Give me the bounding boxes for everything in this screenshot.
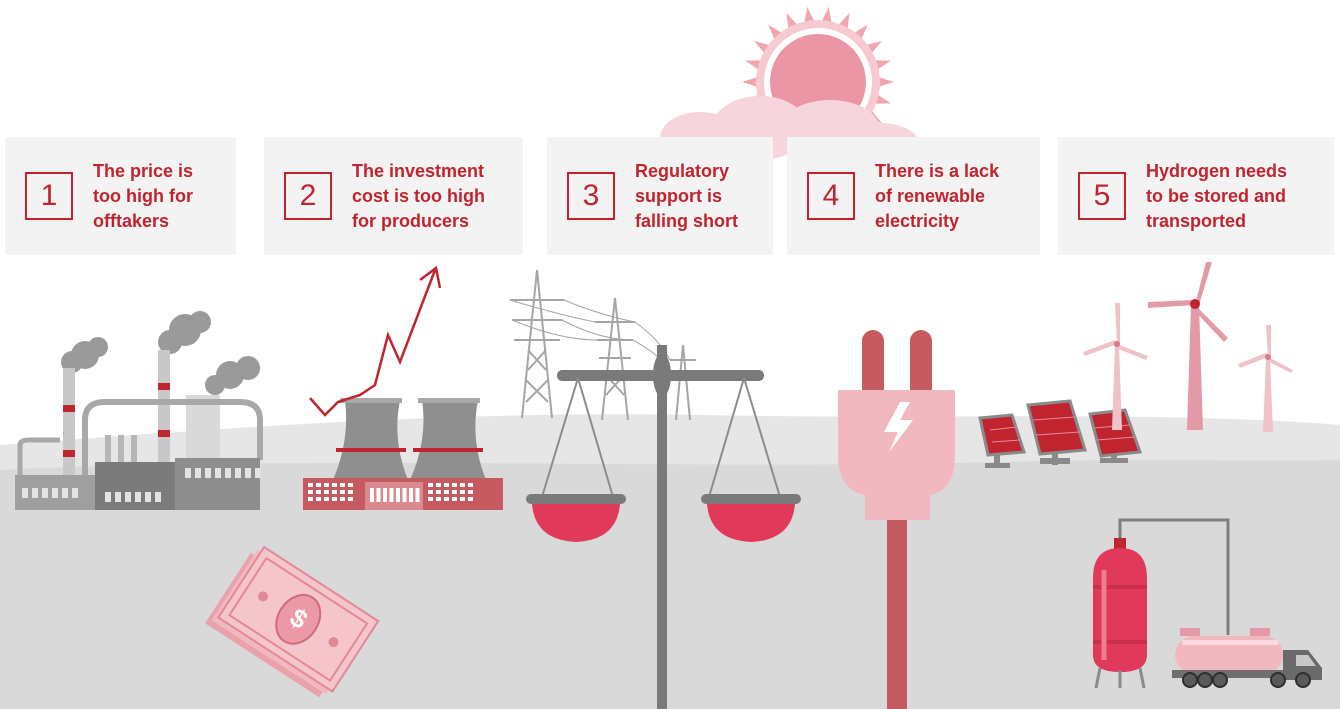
tower-window (468, 490, 473, 494)
wind-turbine-icon (1083, 262, 1293, 432)
tower-window (348, 497, 353, 501)
tower-window (316, 497, 321, 501)
factory-window (215, 468, 221, 478)
barrier-number-2: 2 (284, 172, 332, 220)
tower-window (308, 497, 313, 501)
factory-window (245, 468, 251, 478)
tower-window (340, 490, 345, 494)
factory-window (145, 492, 151, 502)
tower-window (316, 490, 321, 494)
tower-window (460, 483, 465, 487)
tower-window (460, 497, 465, 501)
tower-window (332, 490, 337, 494)
plug-icon (838, 330, 955, 709)
sun-ray (742, 76, 761, 88)
barrier-number-4: 4 (807, 172, 855, 220)
factory-icon (15, 311, 263, 510)
tower-window (415, 488, 420, 502)
money-icon: $ (205, 545, 380, 698)
factory-window (205, 468, 211, 478)
tower-window (444, 497, 449, 501)
factory-window (105, 492, 111, 502)
factory-window (195, 468, 201, 478)
factory-window (42, 488, 48, 498)
factory-window (32, 488, 38, 498)
tower-window (436, 497, 441, 501)
tower-window (316, 483, 321, 487)
barrier-number-3: 3 (567, 172, 615, 220)
scale-icon (526, 345, 801, 709)
barrier-number-1: 1 (25, 172, 73, 220)
tower-window (468, 497, 473, 501)
tower-window (444, 490, 449, 494)
tower-window (376, 488, 381, 502)
tower-window (383, 488, 387, 502)
tower-window (324, 497, 329, 501)
factory-window (255, 468, 261, 478)
tower-window (332, 497, 337, 501)
barrier-text-5: Hydrogen needs to be stored and transpor… (1146, 160, 1288, 231)
tower-window (348, 483, 353, 487)
tower-window (444, 483, 449, 487)
tower-window (308, 490, 313, 494)
tower-window (428, 483, 433, 487)
barrier-card-3: 3 Regulatory support is falling short (547, 137, 773, 255)
factory-window (235, 468, 241, 478)
tower-window (389, 488, 394, 502)
tower-window (452, 483, 457, 487)
tower-window (340, 497, 345, 501)
factory-window (62, 488, 68, 498)
tower-window (436, 490, 441, 494)
tower-window (468, 483, 473, 487)
rising-arrow-icon (309, 265, 442, 417)
barrier-number-5: 5 (1078, 172, 1126, 220)
factory-window (22, 488, 28, 498)
tower-window (428, 490, 433, 494)
tanker-truck-icon (1172, 628, 1322, 688)
factory-window (225, 468, 231, 478)
tower-window (324, 490, 329, 494)
hydrogen-tank-icon (1093, 518, 1230, 689)
factory-window (155, 492, 161, 502)
tower-window (402, 488, 407, 502)
barrier-card-2: 2 The investment cost is too high for pr… (264, 137, 523, 255)
tower-window (332, 483, 337, 487)
factory-window (52, 488, 58, 498)
tower-window (436, 483, 441, 487)
tower-window (370, 488, 374, 502)
barrier-text-2: The investment cost is too high for prod… (352, 160, 485, 231)
factory-window (185, 468, 191, 478)
factory-window (72, 488, 78, 498)
tower-window (324, 483, 329, 487)
pylon-icon (509, 269, 696, 421)
tower-window (452, 490, 457, 494)
cooling-tower-icon (303, 398, 503, 510)
sun-ray (875, 76, 894, 88)
tower-window (428, 497, 433, 501)
barrier-card-5: 5 Hydrogen needs to be stored and transp… (1058, 137, 1334, 255)
tower-window (348, 490, 353, 494)
tower-window (460, 490, 465, 494)
tower-window (396, 488, 400, 502)
tower-window (340, 483, 345, 487)
tower-window (409, 488, 413, 502)
barrier-card-1: 1 The price is too high for offtakers (5, 137, 236, 255)
factory-window (125, 492, 131, 502)
factory-window (115, 492, 121, 502)
factory-window (135, 492, 141, 502)
barrier-text-3: Regulatory support is falling short (635, 160, 738, 231)
barrier-text-1: The price is too high for offtakers (93, 160, 194, 231)
tower-window (308, 483, 313, 487)
barrier-text-4: There is a lack of renewable electricity (875, 160, 1000, 231)
barrier-card-4: 4 There is a lack of renewable electrici… (787, 137, 1040, 255)
tower-window (452, 497, 457, 501)
